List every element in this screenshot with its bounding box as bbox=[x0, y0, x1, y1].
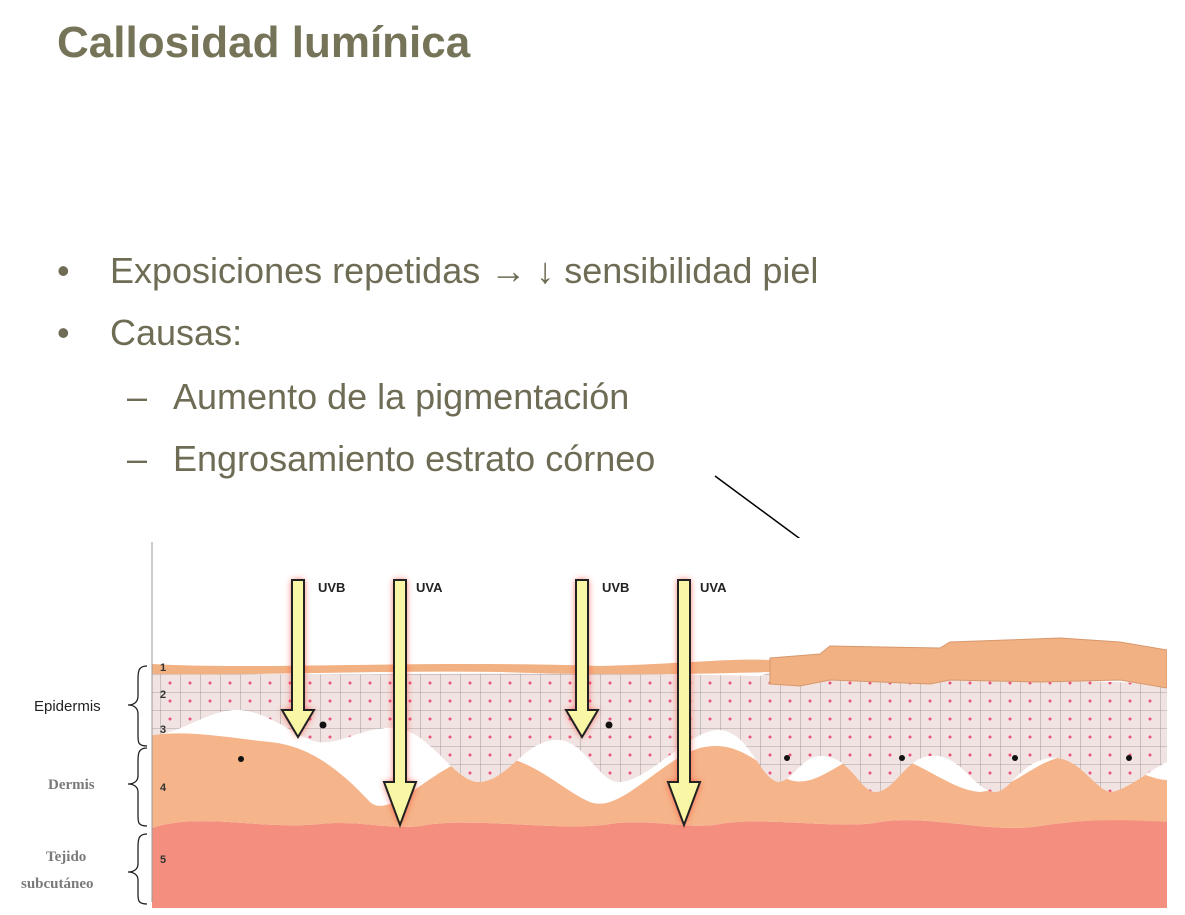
bullet-text: Exposiciones repetidas → ↓ sensibilidad … bbox=[110, 250, 819, 291]
uvb-arrow-2 bbox=[564, 579, 600, 739]
brace-subcutaneous bbox=[127, 833, 148, 905]
stratum-corneum-thick bbox=[769, 637, 1167, 689]
label-subcutaneo: subcutáneo bbox=[21, 876, 94, 892]
uva-arrow-1 bbox=[382, 579, 418, 828]
label-dermis: Dermis bbox=[48, 777, 95, 793]
skin-layers-diagram: 1 2 3 4 5 UVB UVA UVB UVA bbox=[21, 538, 1167, 908]
ray-label-uva-1: UVA bbox=[416, 580, 443, 595]
layer-number-5: 5 bbox=[160, 854, 166, 866]
bullet-text: Causas: bbox=[110, 312, 243, 353]
layer-number-4: 4 bbox=[160, 782, 167, 794]
brace-dermis bbox=[127, 747, 148, 827]
uva-arrow-2 bbox=[666, 579, 702, 828]
subcutaneous-layer bbox=[152, 816, 1167, 908]
sub-bullet-text: Engrosamiento estrato córneo bbox=[173, 438, 656, 479]
stratum-corneum-left bbox=[152, 659, 770, 675]
ray-label-uva-2: UVA bbox=[700, 580, 727, 595]
ray-label-uvb-2: UVB bbox=[602, 580, 629, 595]
sub-bullet-marker: – bbox=[127, 376, 148, 417]
uvb-arrow-1 bbox=[280, 579, 316, 739]
bullet-list: • Exposiciones repetidas → ↓ sensibilida… bbox=[57, 250, 819, 479]
bullet-marker: • bbox=[57, 250, 70, 291]
sub-bullet-text: Aumento de la pigmentación bbox=[173, 376, 630, 417]
brace-epidermis bbox=[127, 665, 148, 747]
label-tejido: Tejido bbox=[46, 849, 86, 865]
bullet-marker: • bbox=[57, 312, 70, 353]
layer-number-2: 2 bbox=[160, 689, 166, 701]
sub-bullet-marker: – bbox=[127, 438, 148, 479]
layer-number-1: 1 bbox=[160, 662, 166, 674]
ray-label-uvb-1: UVB bbox=[318, 580, 345, 595]
layer-number-3: 3 bbox=[160, 724, 166, 736]
label-epidermis: Epidermis bbox=[34, 698, 101, 715]
slide-title: Callosidad lumínica bbox=[57, 18, 471, 67]
